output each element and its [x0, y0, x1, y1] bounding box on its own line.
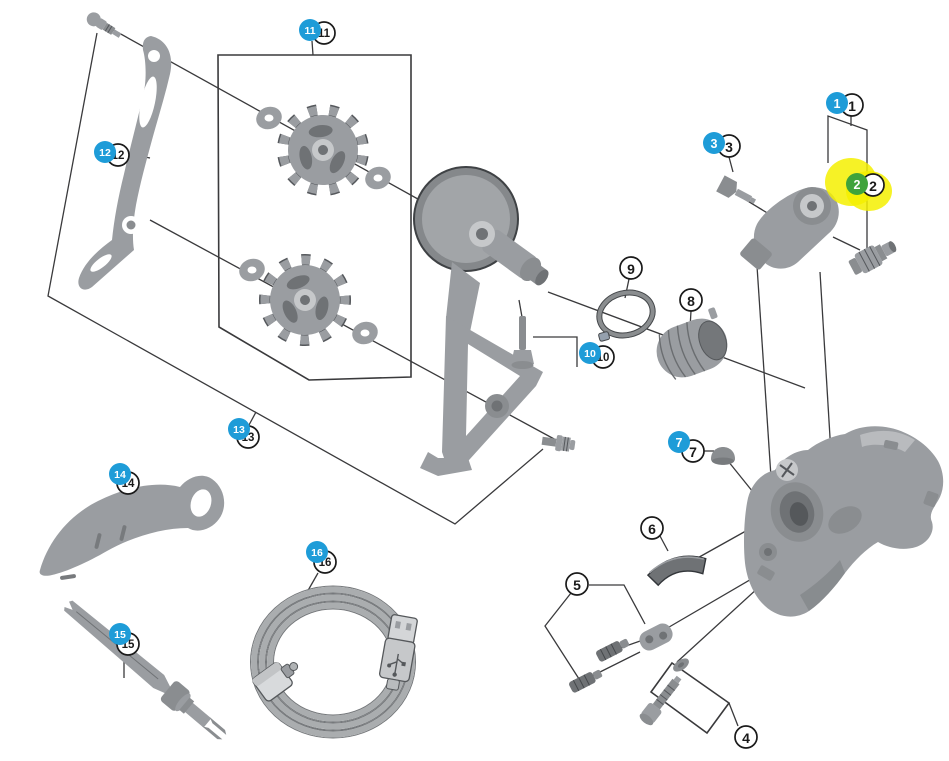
- callout-15[interactable]: 15 15: [109, 623, 140, 656]
- tension-pulley: [259, 254, 351, 346]
- callout-9[interactable]: 9: [619, 256, 643, 280]
- skid-plate: [646, 555, 707, 587]
- bracket-axle-unit: [740, 187, 839, 270]
- svg-text:8: 8: [687, 293, 695, 309]
- pulley-bolt: [86, 12, 122, 38]
- svg-text:1: 1: [834, 97, 841, 111]
- svg-text:2: 2: [854, 178, 861, 192]
- svg-text:9: 9: [627, 261, 635, 277]
- svg-text:4: 4: [742, 730, 750, 746]
- guard-plate: [39, 475, 225, 580]
- rubber-cap: [711, 447, 735, 465]
- callout-12[interactable]: 12 12: [94, 141, 130, 167]
- svg-text:7: 7: [689, 444, 697, 460]
- chain-keeper-tool: [64, 600, 227, 740]
- callout-7[interactable]: 7 7: [668, 431, 705, 463]
- guide-pulley: [277, 104, 369, 196]
- callout-10[interactable]: 10 10: [579, 342, 615, 369]
- callout-16[interactable]: 16 16: [306, 541, 337, 574]
- stop-screw: [716, 175, 757, 204]
- svg-text:16: 16: [311, 547, 323, 559]
- svg-text:11: 11: [304, 25, 315, 37]
- callout-11[interactable]: 11 11: [299, 19, 336, 45]
- callouts: 1 1 2 2 3 3 4 5 6 7 7 8 9: [94, 19, 892, 749]
- svg-text:13: 13: [233, 424, 245, 436]
- callout-4[interactable]: 4: [734, 725, 758, 749]
- cable-adjust-screws: [569, 638, 630, 693]
- svg-text:3: 3: [711, 137, 718, 151]
- derailleur-body: [744, 426, 944, 617]
- pulley-washers: [239, 106, 391, 345]
- svg-text:7: 7: [676, 436, 683, 450]
- plate-stopper-bolt: [541, 435, 576, 452]
- svg-text:1: 1: [848, 98, 856, 114]
- callout-3[interactable]: 3 3: [703, 132, 741, 158]
- callout-6[interactable]: 6: [640, 516, 664, 540]
- callout-14[interactable]: 14 14: [109, 463, 140, 495]
- plate-mount-bolt: [511, 316, 534, 369]
- cable-fixing-plate: [639, 623, 673, 651]
- svg-text:11: 11: [318, 28, 331, 40]
- bracket-axle-bolt: [848, 241, 897, 275]
- outer-plate: [78, 36, 172, 290]
- svg-text:14: 14: [114, 469, 126, 481]
- svg-text:5: 5: [573, 577, 581, 593]
- inner-plate-assembly: [413, 166, 549, 476]
- svg-text:10: 10: [584, 348, 596, 360]
- svg-text:2: 2: [869, 178, 877, 194]
- mount-bolt-washer: [673, 658, 689, 672]
- callout-5[interactable]: 5: [565, 572, 589, 596]
- svg-text:6: 6: [648, 521, 656, 537]
- callout-2[interactable]: 2 2: [825, 158, 892, 211]
- snap-ring: [596, 289, 656, 342]
- svg-text:3: 3: [725, 139, 733, 155]
- svg-text:12: 12: [99, 147, 111, 159]
- tension-spring: [656, 307, 728, 380]
- callout-8[interactable]: 8: [679, 288, 703, 312]
- usb-connector: [379, 614, 418, 691]
- svg-text:15: 15: [114, 629, 126, 641]
- pulley-group-box: [217, 54, 412, 381]
- mount-bolt: [639, 675, 682, 726]
- di2-plug-connector: [252, 662, 299, 702]
- charging-cable: [250, 585, 418, 739]
- callout-13[interactable]: 13 13: [228, 418, 260, 449]
- callout-1[interactable]: 1 1: [826, 92, 864, 117]
